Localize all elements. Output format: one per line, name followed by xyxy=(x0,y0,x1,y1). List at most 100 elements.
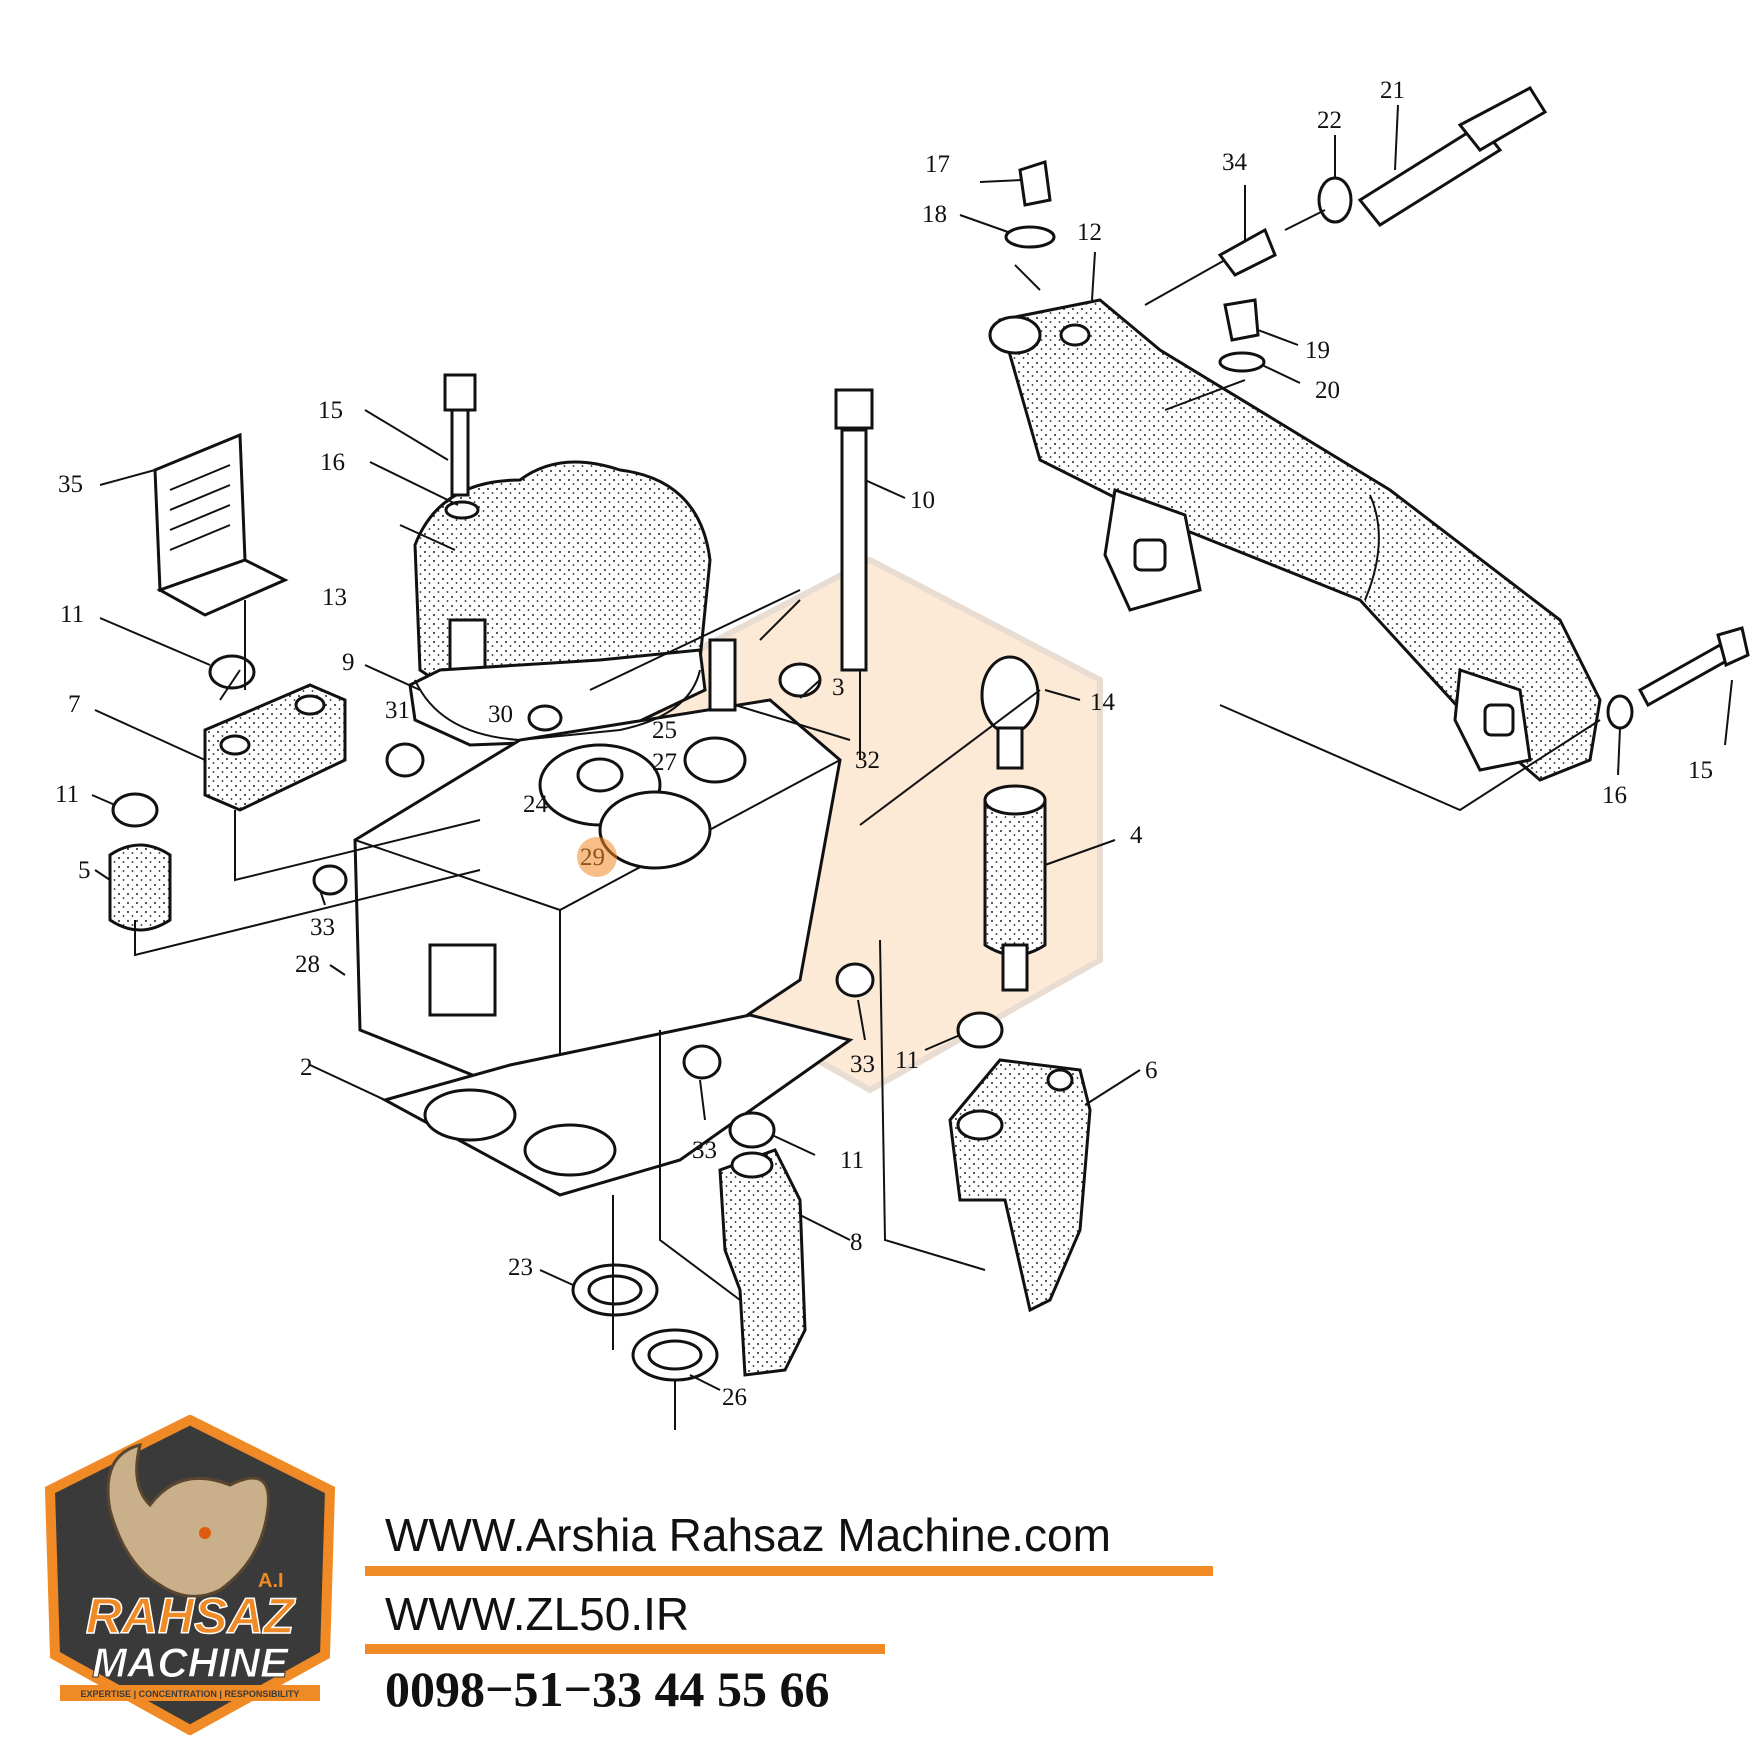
bracket-8 xyxy=(718,1148,807,1377)
rhino-head-icon xyxy=(106,1442,270,1598)
nut-11-b xyxy=(111,792,159,828)
label-16-right: 16 xyxy=(1602,782,1627,809)
leader-11-a xyxy=(99,617,211,666)
leader-16-right xyxy=(1617,727,1621,776)
logo-tagline: EXPERTISE | CONCENTRATION | RESPONSIBILI… xyxy=(81,1689,300,1699)
washer-20 xyxy=(1218,351,1266,373)
leader-26 xyxy=(689,1374,721,1391)
label-20: 20 xyxy=(1315,377,1340,404)
plug-17 xyxy=(1018,160,1052,207)
nut-33-c xyxy=(682,1044,722,1080)
label-4: 4 xyxy=(1130,822,1143,849)
label-18: 18 xyxy=(922,201,947,228)
bolt-head-15-left xyxy=(443,373,477,412)
website-url[interactable]: WWW.Arshia Rahsaz Machine.com xyxy=(385,1509,1111,1561)
label-9: 9 xyxy=(342,649,355,676)
leader-9 xyxy=(364,664,421,691)
leader-16-left xyxy=(369,461,459,506)
logo-tagline-bar xyxy=(60,1685,320,1701)
label-11-d: 11 xyxy=(840,1147,864,1174)
cylinder-head xyxy=(353,698,842,1112)
label-28: 28 xyxy=(295,951,320,978)
nut-33-b xyxy=(835,962,875,998)
bolt-15-left xyxy=(450,408,470,497)
label-16-left: 16 xyxy=(320,449,345,476)
label-7: 7 xyxy=(68,691,81,718)
leader-19 xyxy=(1257,329,1299,346)
leader-11-b xyxy=(91,794,116,806)
leader-21 xyxy=(1394,104,1399,171)
rhino-eye-icon xyxy=(199,1527,211,1539)
label-15-right: 15 xyxy=(1688,757,1713,784)
exhaust-manifold xyxy=(988,298,1602,782)
label-33-a: 33 xyxy=(310,914,335,941)
leader-20 xyxy=(1261,364,1301,384)
label-35: 35 xyxy=(58,471,83,498)
label-6: 6 xyxy=(1145,1057,1158,1084)
leader-14 xyxy=(1044,689,1081,701)
leader-2 xyxy=(309,1064,386,1101)
leader-17 xyxy=(979,179,1023,183)
orange-underline-1 xyxy=(365,1566,1213,1576)
label-2: 2 xyxy=(300,1054,313,1081)
bolt-10 xyxy=(840,428,868,672)
leader-7 xyxy=(94,709,206,761)
rahsaz-machine-logo: A.I RAHSAZ MACHINE EXPERTISE | CONCENTRA… xyxy=(44,1415,336,1735)
label-33-b: 33 xyxy=(850,1051,875,1078)
label-30: 30 xyxy=(488,701,513,728)
washer-16-right xyxy=(1606,694,1634,730)
leader-6 xyxy=(1084,1069,1141,1106)
washer-16-left xyxy=(444,500,480,520)
leader-32 xyxy=(734,704,851,741)
label-11-b: 11 xyxy=(55,781,79,808)
spacer-4 xyxy=(983,784,1047,992)
leader-33-b xyxy=(857,999,866,1041)
bracket-6 xyxy=(948,1058,1092,1313)
nut-3 xyxy=(778,662,822,698)
pipe-tube xyxy=(1357,86,1548,227)
label-24: 24 xyxy=(523,791,549,818)
nut-33-a xyxy=(312,864,348,896)
website-url-2[interactable]: WWW.ZL50.IR xyxy=(385,1588,690,1640)
label-25: 25 xyxy=(652,717,677,744)
label-33-c: 33 xyxy=(692,1137,717,1164)
bolt-15-right xyxy=(1637,642,1731,708)
label-26: 26 xyxy=(722,1384,747,1411)
leader-28 xyxy=(329,964,346,976)
leader-13 xyxy=(399,524,456,551)
label-12: 12 xyxy=(1077,219,1102,246)
leader-5 xyxy=(94,869,111,881)
head-gasket xyxy=(381,1013,854,1197)
nut-30 xyxy=(527,704,563,732)
leader-23 xyxy=(539,1269,574,1286)
sleeve-32 xyxy=(708,638,737,712)
label-31: 31 xyxy=(385,697,410,724)
bolt-head-10 xyxy=(834,388,874,430)
eye-bolt-14 xyxy=(980,655,1040,770)
label-23: 23 xyxy=(508,1254,533,1281)
bolt-head-15-right xyxy=(1716,626,1750,668)
leader-33-c xyxy=(699,1079,706,1121)
leader-4 xyxy=(1044,839,1116,866)
highlight-marker-29 xyxy=(577,837,617,877)
seal-ring-26 xyxy=(631,1328,719,1382)
leader-12 xyxy=(1091,251,1096,301)
fitting-34 xyxy=(1217,227,1277,277)
part-labels: 2 3 4 5 6 7 8 9 10 11 11 11 11 12 13 14 … xyxy=(55,77,1713,1411)
label-5: 5 xyxy=(78,857,91,884)
label-13: 13 xyxy=(322,584,347,611)
label-32: 32 xyxy=(855,747,880,774)
nut-11-c xyxy=(956,1011,1004,1049)
leader-33-a xyxy=(319,889,326,906)
label-22: 22 xyxy=(1317,107,1342,134)
gasket-9 xyxy=(414,669,701,742)
rocker-bracket-7 xyxy=(203,683,347,812)
nut-11-a xyxy=(208,654,256,690)
label-10: 10 xyxy=(910,487,935,514)
label-11-c: 11 xyxy=(895,1047,919,1074)
sleeve-5 xyxy=(108,843,172,932)
logo-initials: A.I xyxy=(258,1570,284,1592)
leader-3 xyxy=(799,679,821,699)
logo-name: RAHSAZ xyxy=(86,1588,297,1644)
